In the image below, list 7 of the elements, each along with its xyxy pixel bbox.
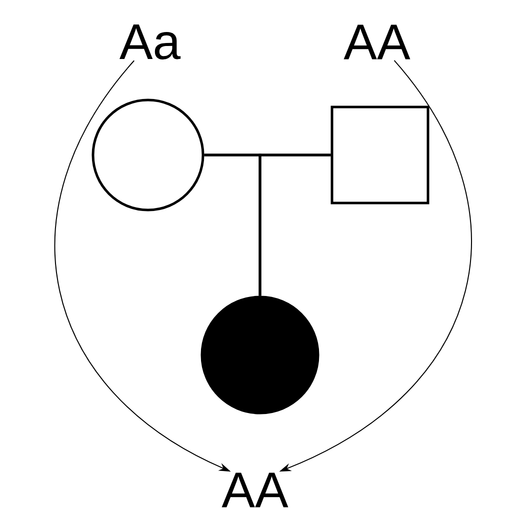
descent-line xyxy=(258,154,331,296)
genotype-label: AA xyxy=(344,24,410,60)
genotype-label: Aa xyxy=(120,24,181,60)
female-symbol xyxy=(92,98,204,212)
genotype-label: AA xyxy=(222,472,288,508)
male-symbol xyxy=(330,106,430,204)
affected-female-symbol xyxy=(200,296,320,414)
